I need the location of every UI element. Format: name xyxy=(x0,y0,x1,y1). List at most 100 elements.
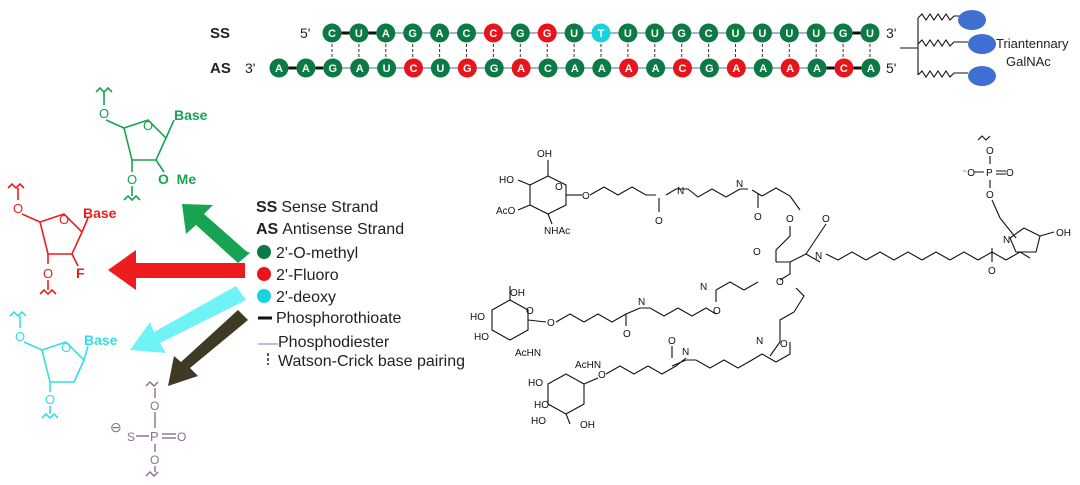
as-nucleotide-letter: A xyxy=(732,63,740,75)
p-o-top: O xyxy=(986,146,994,157)
as-nucleotide-letter: U xyxy=(383,63,391,75)
ss-nucleotide-f xyxy=(537,23,557,43)
legend-f-dot xyxy=(257,267,271,281)
legend-f: 2'-Fluoro xyxy=(276,267,339,284)
m-co2: O xyxy=(713,306,721,317)
ss-nucleotide-letter: U xyxy=(866,28,874,40)
ome-o5: O xyxy=(99,106,109,121)
sugar-top: OH HO AcO NHAc O O O N N O O xyxy=(496,149,801,237)
pyrrolidine-ch2 xyxy=(999,217,1017,239)
as-nucleotide-ome xyxy=(430,58,450,78)
as-nucleotide-f xyxy=(834,58,854,78)
ps-wavy-top xyxy=(145,381,159,387)
f-wavy-bottom xyxy=(39,288,57,296)
ss-nucleotide-letter: U xyxy=(355,28,363,40)
phosphate-bonds xyxy=(974,156,1006,188)
t-oh1: OH xyxy=(537,149,552,160)
c-o-mid: O xyxy=(753,247,761,258)
f-fluorine: F xyxy=(76,265,85,281)
legend-ome-dot xyxy=(257,245,271,259)
ps-o-top: O xyxy=(150,399,159,413)
b-n2: N xyxy=(756,336,763,347)
c-n: N xyxy=(815,251,822,262)
ss-nucleotide-letter: G xyxy=(543,28,552,40)
deoxy-wavy-bottom xyxy=(41,412,59,420)
long-linker xyxy=(825,251,1031,261)
deoxy-bond-b xyxy=(23,341,43,351)
legend-po: Phosphodiester xyxy=(278,334,390,351)
pyrrolidine-oh-bond xyxy=(1039,231,1055,237)
sugar-bot-ring xyxy=(547,373,585,415)
ss-nucleotide-letter: C xyxy=(489,28,497,40)
as-nucleotide-ome xyxy=(753,58,773,78)
f-bond-b xyxy=(21,213,41,223)
deoxy-o5: O xyxy=(15,329,25,344)
chain-bot xyxy=(605,287,805,375)
as-nucleotide-letter: A xyxy=(786,63,794,75)
as-nucleotide-letter: A xyxy=(275,63,283,75)
base-pairing-ticks xyxy=(331,44,871,57)
b-co1: O xyxy=(668,336,676,347)
as-label: AS xyxy=(210,60,231,77)
arrow-ps xyxy=(168,310,248,386)
ss-nucleotide-letter: G xyxy=(516,28,525,40)
b-ho3: HO xyxy=(531,416,546,427)
as-nucleotide-ome xyxy=(646,58,666,78)
arrow-fluoro xyxy=(108,250,245,290)
ss-nucleotide-ome xyxy=(672,23,692,43)
ome-bond-base xyxy=(165,119,175,139)
legend-ss-text: Sense Strand xyxy=(281,199,378,216)
ome-bond-ome xyxy=(155,159,165,173)
as-nucleotide-ome xyxy=(565,58,585,78)
ss-nucleotide-ome xyxy=(699,23,719,43)
deoxy-o3: O xyxy=(45,392,55,407)
ss-nucleotide-letter: U xyxy=(624,28,632,40)
m-n2: N xyxy=(700,282,707,293)
f-base: Base xyxy=(83,205,117,221)
galnac-label-line2: GalNAc xyxy=(1006,54,1051,69)
f-wavy-top xyxy=(7,182,25,190)
b-n1: N xyxy=(682,347,689,358)
b-achn: AcHN xyxy=(575,360,601,371)
ome-wavy-bottom xyxy=(123,194,141,202)
deoxy-wavy-top xyxy=(9,310,27,318)
galnac-icon: Triantennary GalNAc xyxy=(900,10,1069,86)
as-nucleotide-letter: G xyxy=(705,63,714,75)
p-o-link: O xyxy=(986,190,994,201)
as-nucleotide-letter: A xyxy=(356,63,364,75)
pyrrolidine-ring xyxy=(1009,227,1041,253)
b-ho1: HO xyxy=(528,378,543,389)
ss-nucleotide-ome xyxy=(349,23,369,43)
legend-ps: Phosphorothioate xyxy=(276,310,402,327)
ss-nucleotide-deoxy xyxy=(591,23,611,43)
legend-deoxy: 2'-deoxy xyxy=(276,289,336,306)
ss-nucleotide-letter: U xyxy=(758,28,766,40)
t-co1: O xyxy=(655,216,663,227)
deoxy-base: Base xyxy=(84,332,118,348)
center-arm-1 xyxy=(775,226,791,262)
center-arm-up xyxy=(805,223,827,255)
as-nucleotide-letter: C xyxy=(840,63,848,75)
ss-nucleotide-letter: T xyxy=(598,28,605,40)
chain-mid-2 xyxy=(625,307,717,326)
ss-nucleotide-ome xyxy=(833,23,853,43)
as-nucleotide-ome xyxy=(269,58,289,78)
ome-ring-o: O xyxy=(143,118,153,133)
ss-nucleotide-letter: G xyxy=(839,28,848,40)
ss-nucleotide-letter: G xyxy=(408,28,417,40)
t-aco: AcO xyxy=(496,206,516,217)
arrow-ome xyxy=(182,204,250,263)
m-achn: AcHN xyxy=(515,348,541,359)
ss-nucleotide-f xyxy=(483,23,503,43)
as-five-prime: 5' xyxy=(886,60,896,76)
ss-nucleotide-ome xyxy=(806,23,826,43)
p-o-dbl: O xyxy=(1006,168,1014,179)
legend-wc: Watson-Crick base pairing xyxy=(278,353,465,370)
m-ho2: HO xyxy=(474,332,489,343)
ps-charge: ⊖ xyxy=(110,419,122,435)
m-co1: O xyxy=(623,329,631,340)
